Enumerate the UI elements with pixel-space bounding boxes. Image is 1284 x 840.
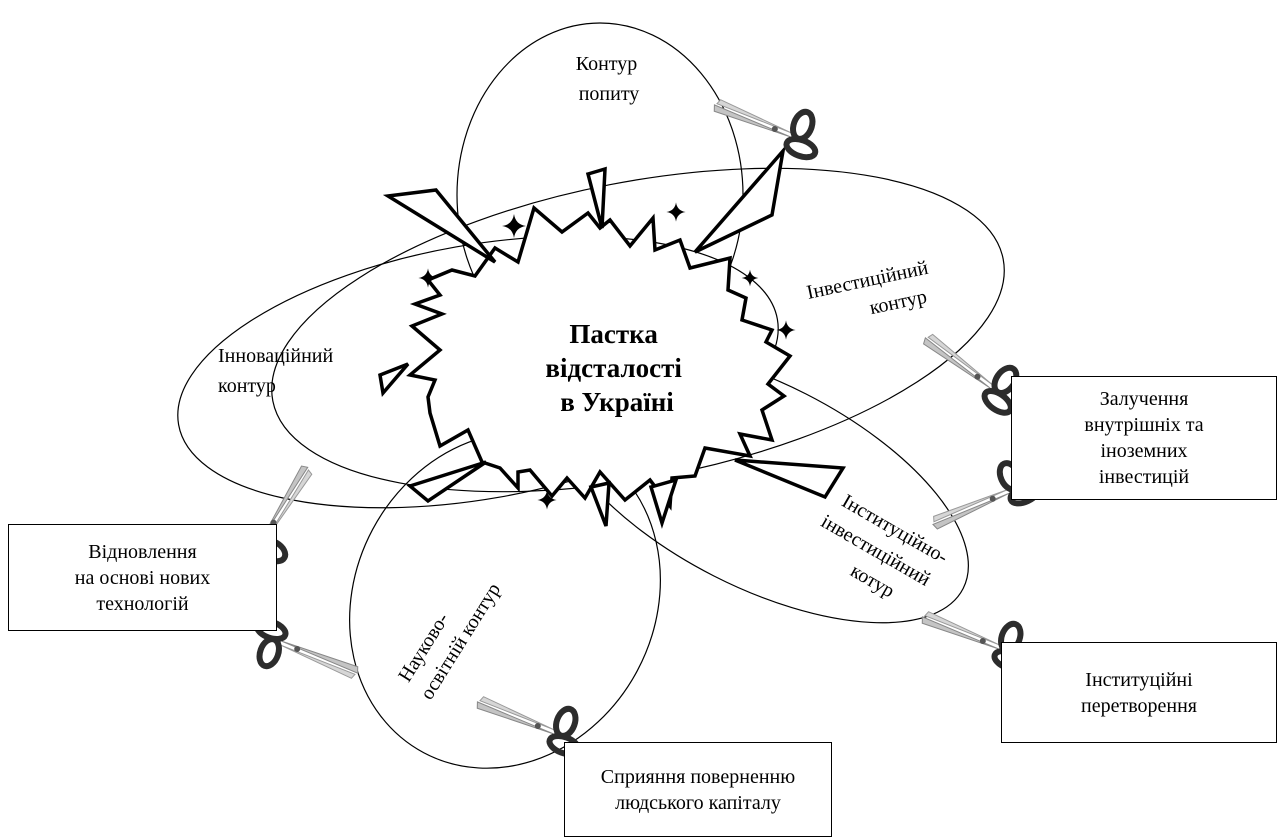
science-contour-label: Науково- освітній контур xyxy=(392,564,505,703)
sparkle-icon xyxy=(502,214,526,238)
institutional-box-line: перетворення xyxy=(1081,694,1197,717)
innovation-contour-ellipse xyxy=(177,235,779,509)
recovery-box-line: Відновлення xyxy=(88,540,197,563)
human-capital-box-line: людського капіталу xyxy=(615,791,781,814)
human-capital-box-line: Сприяння поверненню xyxy=(600,765,796,788)
recovery-box: Відновлення на основі нових технологій xyxy=(8,524,277,631)
trap-title: Пастка відсталості в Україні xyxy=(545,319,688,417)
demand-contour-label: Контур попиту xyxy=(576,53,643,105)
glass-shard-icon xyxy=(588,480,611,527)
investments-box-line: інвестицій xyxy=(1098,466,1190,488)
human-capital-box: Сприяння поверненню людського капіталу xyxy=(564,742,832,837)
svg-text:Інвестиційний контур: Інвестиційний контур xyxy=(805,256,941,332)
innovation-contour-label: Інноваційний контур xyxy=(218,345,338,397)
trap-explosion-burst xyxy=(406,204,793,511)
glass-shard-icon xyxy=(382,188,497,264)
trap-title-line: відсталості xyxy=(545,353,682,383)
glass-shard-icon xyxy=(734,458,847,500)
glass-shard-icon xyxy=(648,477,679,529)
sparkle-icon xyxy=(776,320,796,340)
glass-shard-icon xyxy=(693,145,786,254)
svg-text:Інституційно- інвестицій: Інституційно- інвестиційний котур xyxy=(803,486,956,619)
trap-title-line: Пастка xyxy=(569,319,658,349)
glass-shard-icon xyxy=(585,166,607,229)
sparkle-icon xyxy=(666,202,686,222)
institutional-contour-label: Інституційно- інвестиційний котур xyxy=(803,486,956,619)
investments-box-line: внутрішніх та xyxy=(1084,414,1204,436)
glass-shard-icon xyxy=(406,460,487,504)
institutional-box: Інституційні перетворення xyxy=(1001,642,1277,743)
investments-box: Залучення внутрішніх та іноземних інвест… xyxy=(1011,376,1277,500)
svg-text:Науково- освітній контур: Науково- освітній контур xyxy=(392,564,505,703)
investment-contour-label: Інвестиційний контур xyxy=(805,256,941,332)
scissors-icon xyxy=(708,81,827,160)
recovery-box-line: технологій xyxy=(96,592,189,615)
investments-box-line: Залучення xyxy=(1099,388,1189,410)
trap-title-line: в Україні xyxy=(560,387,674,417)
glass-shard-icon xyxy=(378,362,410,397)
investments-box-line: іноземних xyxy=(1100,440,1188,462)
recovery-box-line: на основі нових xyxy=(74,566,211,589)
institutional-box-line: Інституційні xyxy=(1085,668,1193,691)
